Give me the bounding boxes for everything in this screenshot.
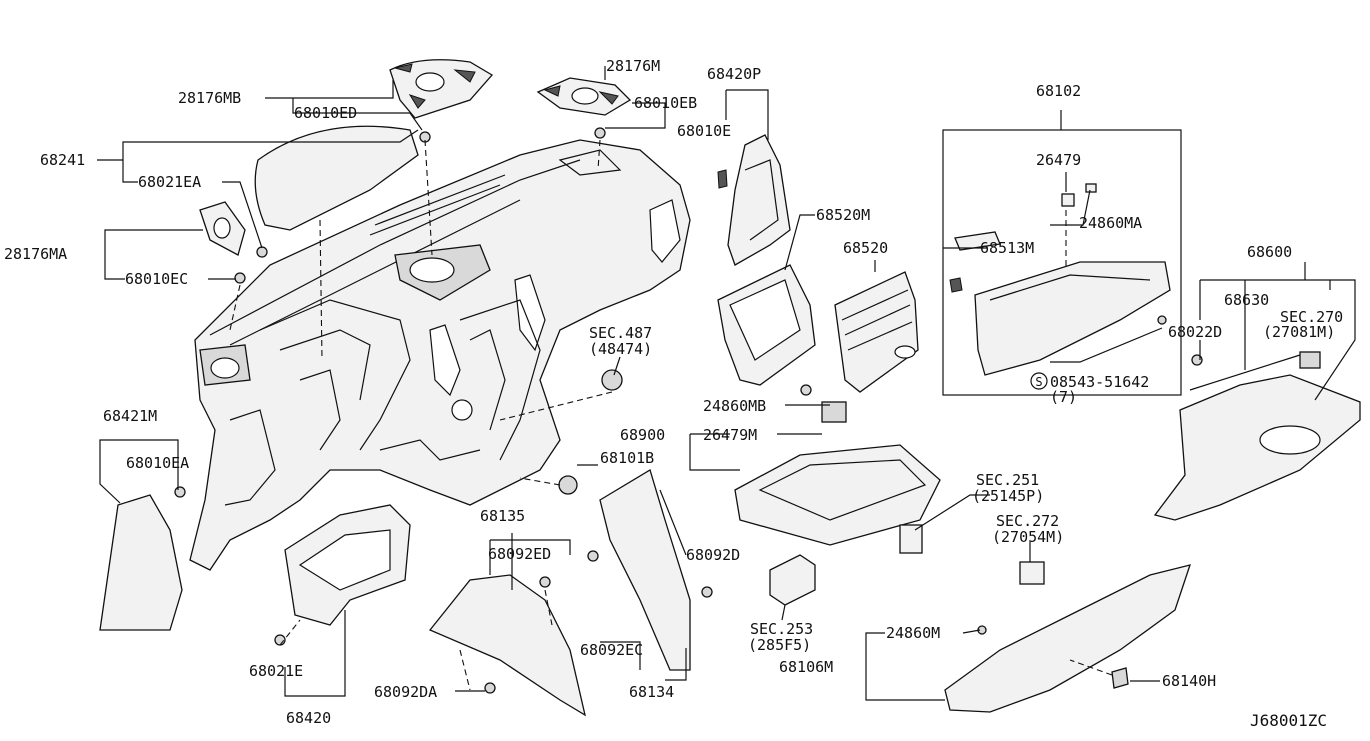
label-68010EA: 68010EA [126,454,190,472]
label-68520M: 68520M [816,206,871,224]
part-68900 [734,401,941,546]
label-68021E: 68021E [249,662,304,680]
label-68420: 68420 [286,709,332,727]
label-68022D: 68022D [1168,323,1223,341]
clip-sec487 [601,369,623,391]
label-68421M: 68421M [103,407,158,425]
clip-68101B [558,475,578,495]
label-sec487: SEC.487 [589,324,653,342]
label-68900: 68900 [620,426,666,444]
part-68135 [428,574,586,717]
part-28176M [536,77,632,116]
label-68140H: 68140H [1162,672,1217,690]
part-68106M [944,564,1191,713]
label-68241: 68241 [40,151,86,169]
label-08543-51642: 08543-51642 [1050,373,1150,391]
label-48474: (48474) [589,340,653,358]
label-27054M: (27054M) [992,528,1065,546]
label-68630: 68630 [1224,291,1270,309]
label-26479M: 26479M [703,426,758,444]
clip-08543 [1157,315,1167,325]
label-24860MA: 24860MA [1079,214,1143,232]
clip-24860MB [800,384,812,396]
label-28176MA: 28176MA [4,245,68,263]
label-68513M: 68513M [980,239,1035,257]
label-sec253: SEC.253 [750,620,814,638]
label-25145P: (25145P) [972,487,1045,505]
label-68092EC: 68092EC [580,641,644,659]
label-68134: 68134 [629,683,675,701]
label-26479: 26479 [1036,151,1082,169]
label-24860MB: 24860MB [703,397,767,415]
clip-68092D [701,586,713,598]
label-28176MB: 28176MB [178,89,242,107]
label-68101B: 68101B [600,449,655,467]
label-68092D: 68092D [686,546,741,564]
label-sec270: SEC.270 [1280,308,1344,326]
label-68420P: 68420P [707,65,762,83]
part-28176MB [389,59,494,119]
label-68092DA: 68092DA [374,683,438,701]
clip-68010EC [234,272,246,284]
part-68102 [942,129,1182,396]
label-qty-7: (7) [1050,388,1078,406]
diagram-code: J68001ZC [1250,711,1328,730]
part-sec253 [769,554,816,606]
part-68421M [99,494,183,631]
part-68420P [717,134,791,266]
part-68241 [254,125,419,231]
clip-68092ED [539,576,551,588]
label-27081M: (27081M) [1263,323,1336,341]
part-sec251 [899,524,923,554]
label-68520: 68520 [843,239,889,257]
clip-68092EC [587,550,599,562]
label-24860M: 24860M [886,624,941,642]
part-sec272 [1019,561,1045,585]
part-28176MA [199,201,246,256]
clip-68010EA [174,486,186,498]
leader-lines [97,66,1356,701]
label-68010EC: 68010EC [125,270,189,288]
part-68134 [599,469,691,671]
part-68520M [717,264,816,386]
label-28176M: 28176M [606,57,661,75]
clip-68010EB [594,127,606,139]
label-sec251: SEC.251 [976,471,1040,489]
label-68600: 68600 [1247,243,1293,261]
label-68102: 68102 [1036,82,1082,100]
label-68106M: 68106M [779,658,834,676]
screw-symbol-letter: S [1035,375,1043,389]
clip-68021E [274,634,286,646]
part-68140H [1111,667,1129,689]
part-68600 [1153,351,1361,521]
part-68520 [834,271,919,393]
alignment-lines [229,139,1113,691]
label-68021EA: 68021EA [138,173,202,191]
clip-68092DA [484,682,496,694]
clip-68021EA [256,246,268,258]
label-68010E: 68010E [677,122,732,140]
label-68135: 68135 [480,507,526,525]
screw-symbol-circle [1030,372,1048,390]
instrument-panel [189,139,691,571]
label-68092ED: 68092ED [488,545,552,563]
label-sec272: SEC.272 [996,512,1060,530]
label-285F5: (285F5) [748,636,812,654]
label-68010EB: 68010EB [634,94,698,112]
part-68420 [284,504,411,626]
label-68010ED: 68010ED [294,104,358,122]
